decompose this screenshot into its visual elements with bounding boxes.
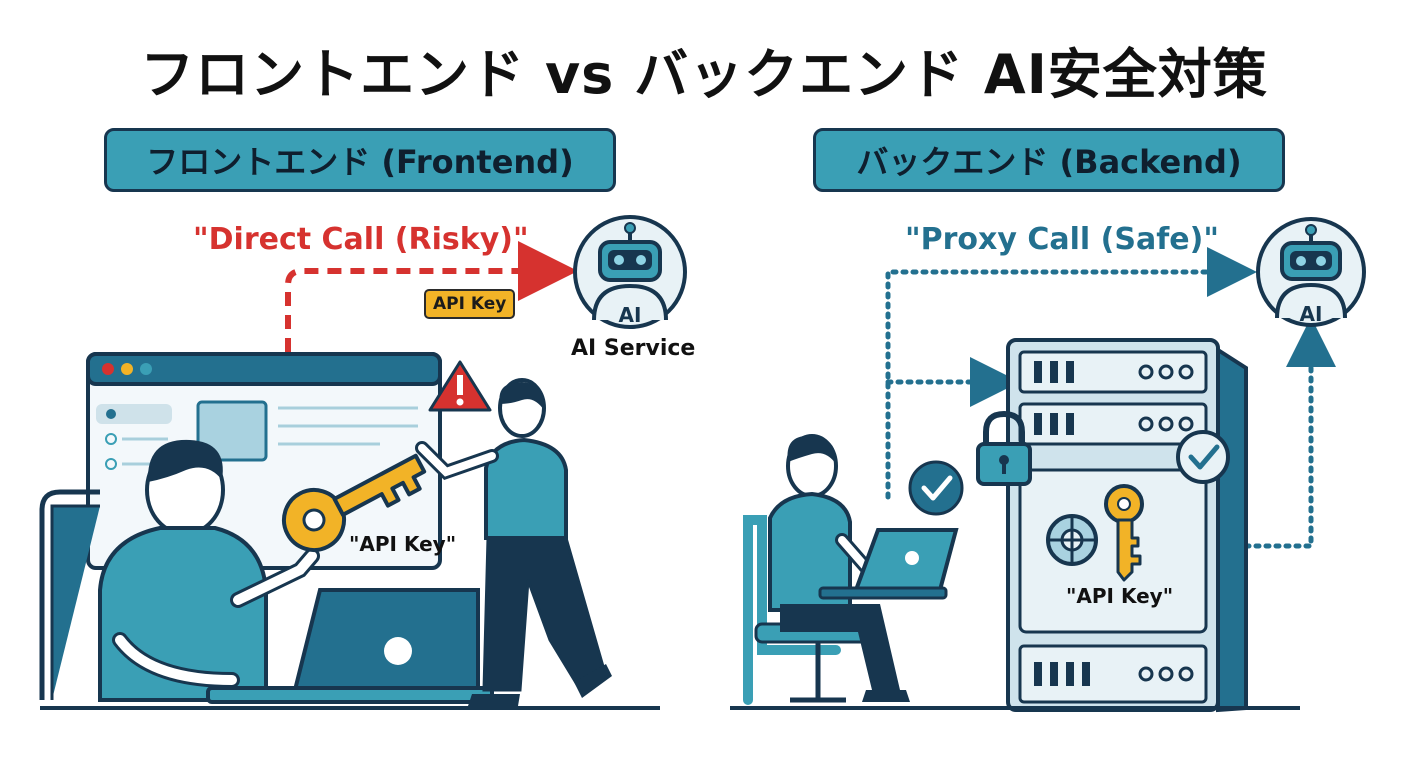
laptop-icon	[818, 528, 959, 600]
robot-icon	[573, 215, 687, 329]
key-icon	[1104, 484, 1144, 582]
ai-badge-frontend: AI	[619, 303, 642, 327]
frontend-header: フロントエンド (Frontend)	[104, 128, 616, 192]
warning-icon	[428, 360, 492, 412]
direct-call-arrow	[285, 241, 578, 352]
backend-key-label: "API Key"	[1066, 584, 1174, 608]
ai-badge-backend: AI	[1300, 302, 1323, 326]
checkmark-icon	[908, 460, 964, 516]
api-key-badge: API Key	[424, 289, 516, 319]
proxy-call-arrow	[885, 247, 1257, 500]
standing-person	[415, 378, 612, 706]
server-icon	[1006, 338, 1248, 713]
laptop-icon	[206, 588, 494, 704]
page-title: フロントエンド vs バックエンド AI安全対策	[140, 43, 1268, 106]
lock-icon	[976, 410, 1032, 486]
key-icon	[282, 453, 427, 552]
checkmark-icon	[1176, 430, 1230, 484]
direct-call-label: "Direct Call (Risky)"	[193, 222, 529, 257]
backend-header: バックエンド (Backend)	[813, 128, 1285, 192]
ai-service-label: AI Service	[571, 336, 696, 361]
robot-icon	[1256, 217, 1366, 327]
frontend-key-label: "API Key"	[349, 532, 457, 556]
person-with-key	[98, 439, 320, 702]
proxy-call-label: "Proxy Call (Safe)"	[905, 222, 1219, 257]
